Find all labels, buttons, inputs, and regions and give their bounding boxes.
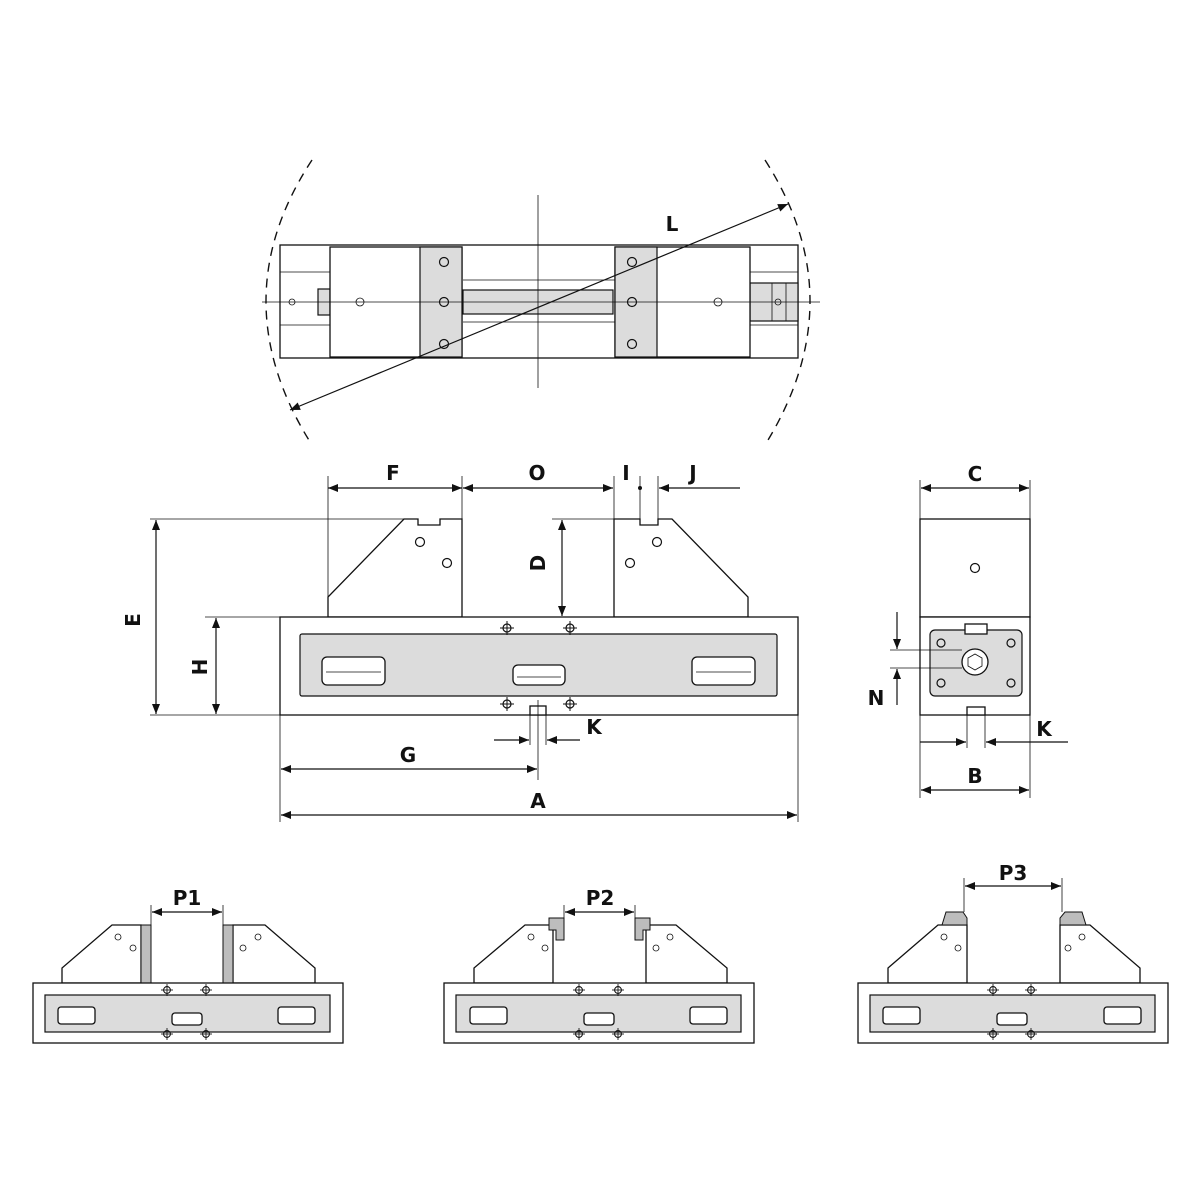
front-jaw-right bbox=[613, 518, 749, 618]
label-I: I bbox=[622, 461, 629, 485]
side-key bbox=[966, 706, 986, 716]
front-view: F O I J D E H K G A bbox=[121, 461, 799, 822]
label-A: A bbox=[530, 789, 546, 813]
front-jaw-left bbox=[327, 518, 463, 618]
label-F: F bbox=[386, 461, 400, 485]
label-K-side: K bbox=[1036, 717, 1053, 741]
label-H: H bbox=[188, 659, 212, 676]
label-C: C bbox=[968, 462, 983, 486]
front-slot-right bbox=[691, 656, 756, 686]
front-slot-left bbox=[321, 656, 386, 686]
label-E: E bbox=[121, 613, 145, 627]
label-D: D bbox=[526, 555, 550, 572]
label-P1: P1 bbox=[173, 886, 202, 910]
label-N: N bbox=[868, 686, 885, 710]
front-slot-center bbox=[512, 664, 566, 686]
label-L: L bbox=[666, 212, 679, 236]
side-view: C N K B bbox=[868, 462, 1068, 798]
top-view: L bbox=[262, 159, 820, 446]
label-O: O bbox=[528, 461, 545, 485]
label-P3: P3 bbox=[999, 861, 1028, 885]
label-G: G bbox=[400, 743, 416, 767]
jaw-position-p1: P1 bbox=[32, 886, 344, 1044]
label-P2: P2 bbox=[586, 886, 615, 910]
side-jaw bbox=[919, 518, 1031, 618]
label-B: B bbox=[967, 764, 982, 788]
dimension-L-line bbox=[289, 203, 789, 411]
label-J: J bbox=[687, 461, 696, 485]
jaw-position-p3: P3 bbox=[857, 861, 1169, 1044]
jaw-position-p2: P2 bbox=[443, 886, 755, 1044]
side-hex-drive bbox=[961, 648, 989, 676]
label-K-front: K bbox=[586, 715, 603, 739]
